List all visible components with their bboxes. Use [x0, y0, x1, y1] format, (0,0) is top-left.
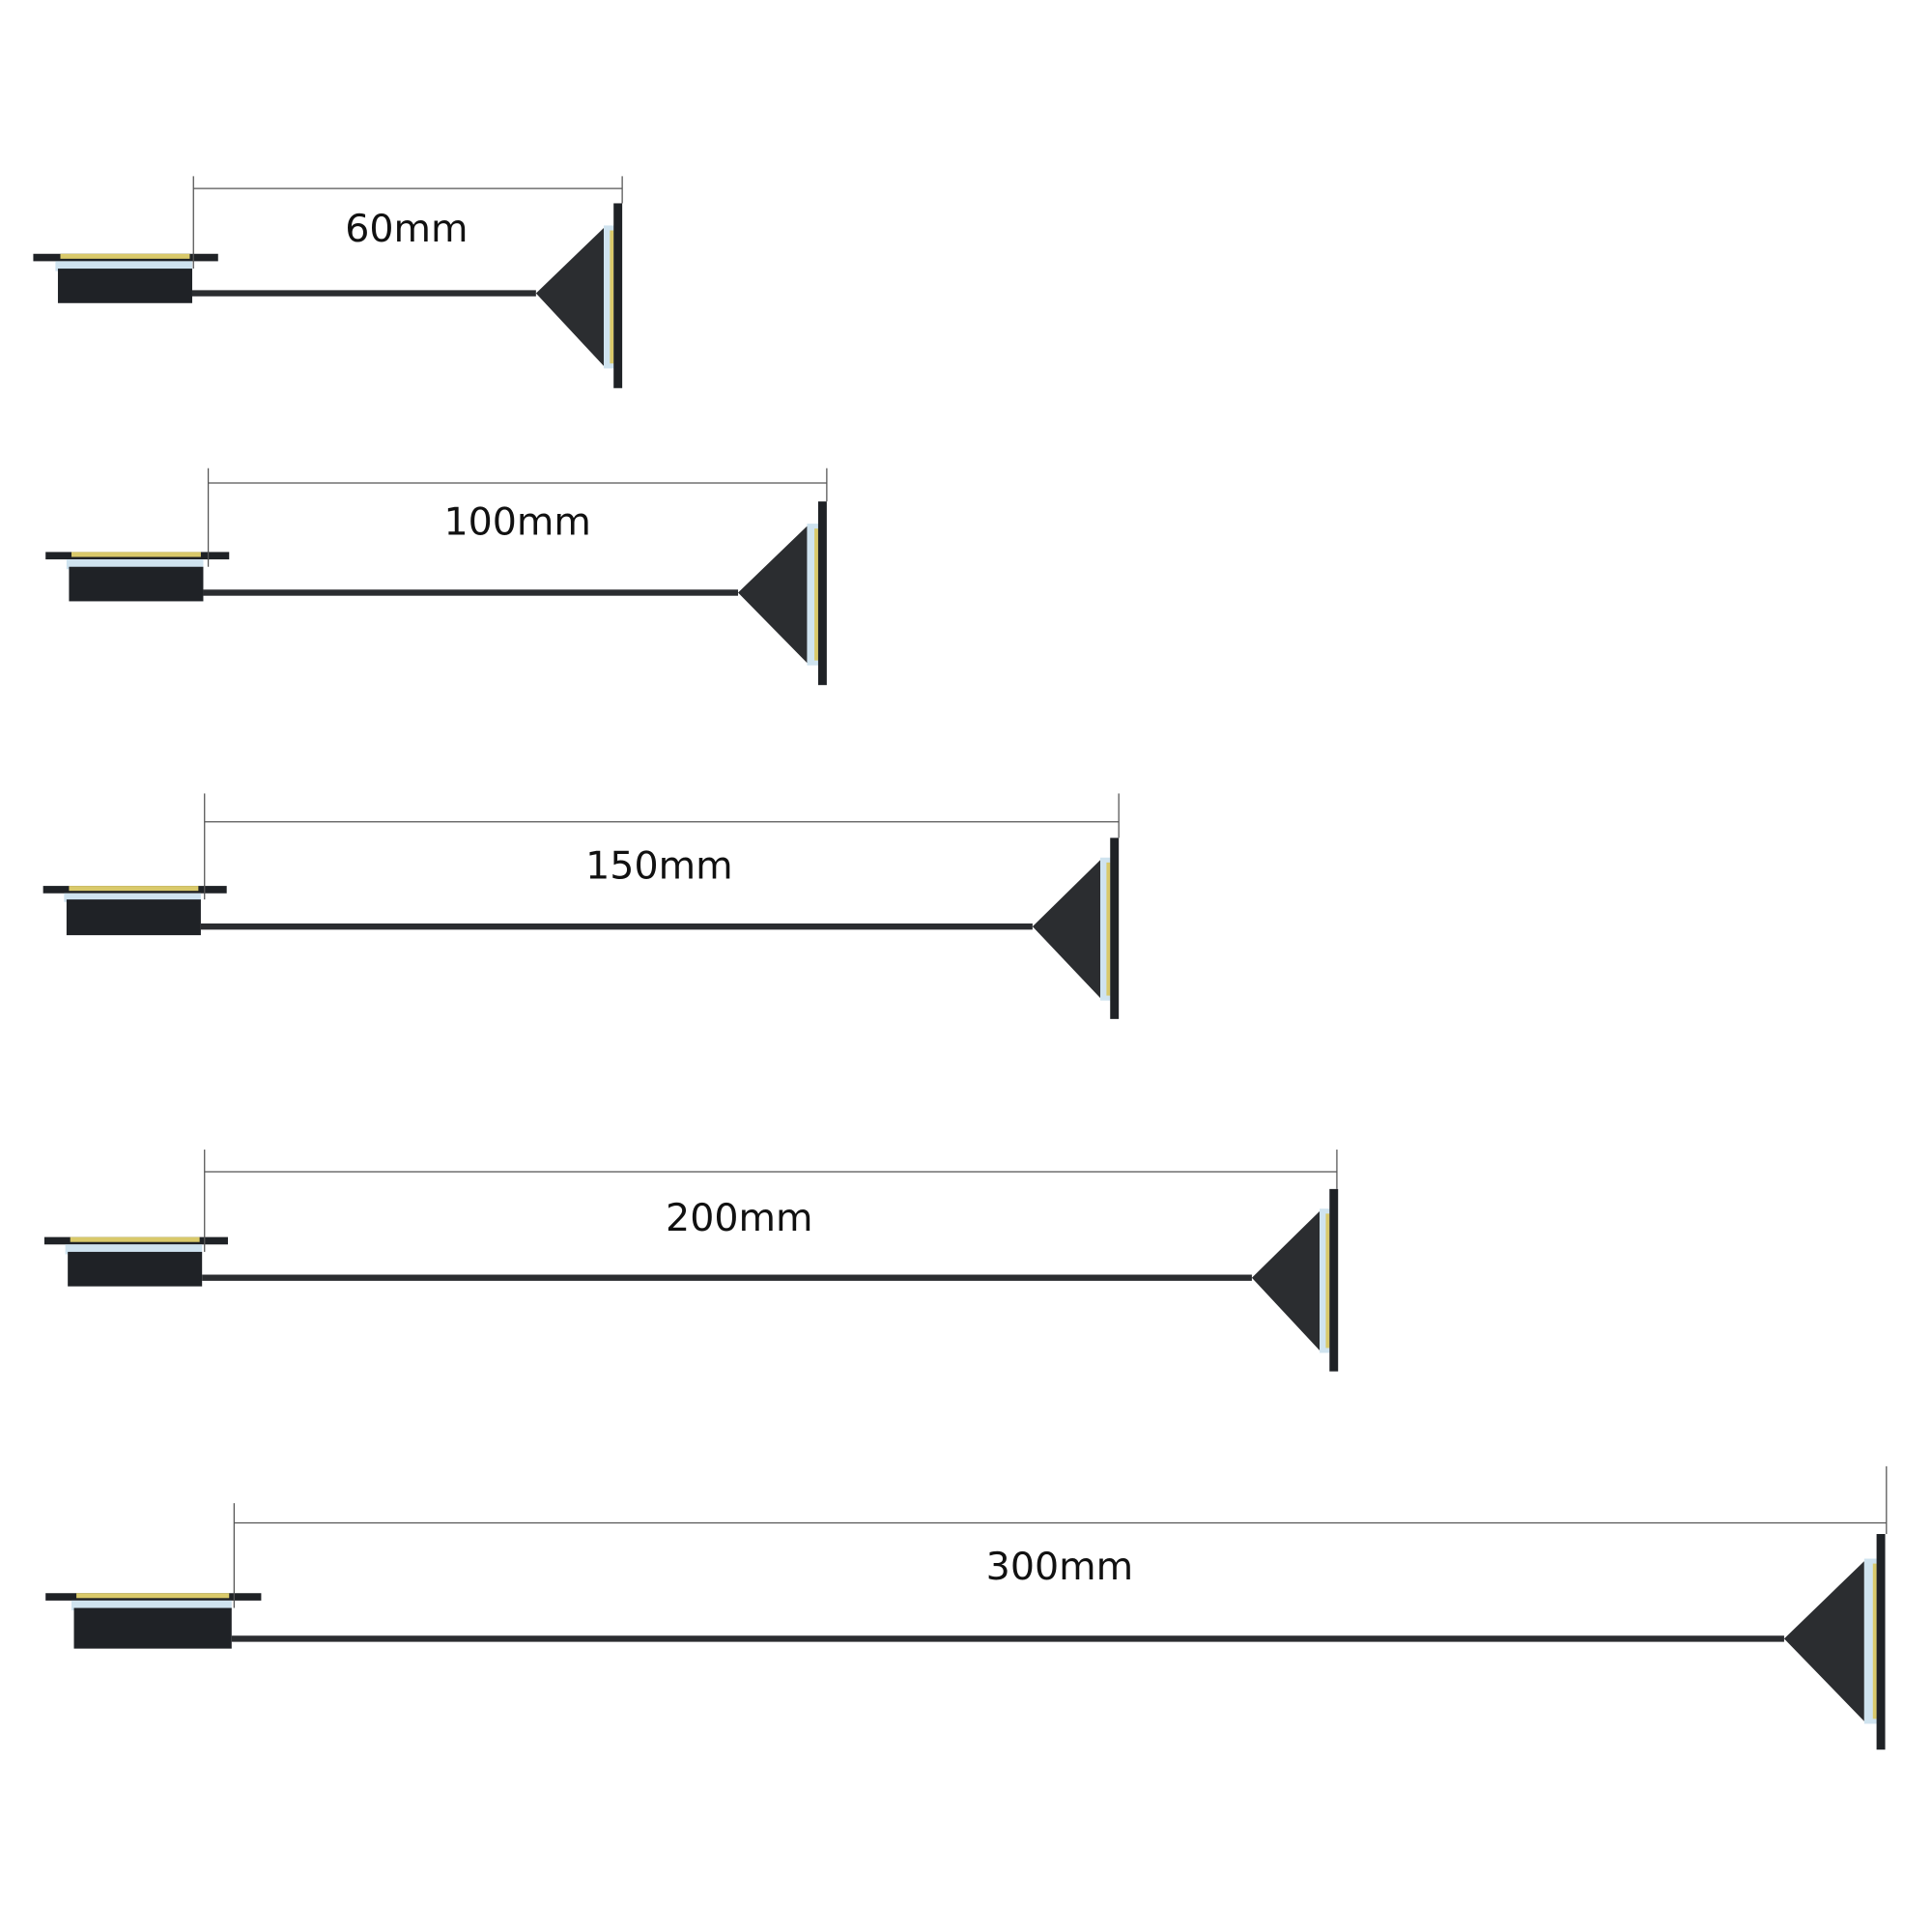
dimension-line: [207, 468, 828, 567]
connector-body: [69, 566, 204, 602]
dimension-line: [204, 793, 1120, 900]
connector-body: [68, 1251, 203, 1287]
dimension-line: [192, 176, 623, 270]
connector-insulator: [1100, 857, 1111, 1001]
connector-insulator: [66, 559, 204, 570]
left-connector: [33, 253, 218, 303]
connector-flange: [817, 501, 827, 686]
connector-pins: [71, 552, 201, 557]
cable-wire: [203, 589, 739, 596]
connector-body: [57, 269, 192, 303]
connector-pins: [814, 528, 818, 661]
length-label: 60mm: [345, 207, 468, 251]
connector-flange: [1329, 1188, 1339, 1372]
length-label: 200mm: [666, 1196, 812, 1240]
length-label: 150mm: [585, 843, 732, 888]
connector-insulator: [65, 1244, 203, 1255]
connector-pins: [60, 253, 190, 259]
connector-pins: [610, 230, 614, 364]
left-connector: [43, 1236, 228, 1287]
connector-flange: [1876, 1534, 1886, 1750]
right-connector: [1320, 1188, 1339, 1372]
connector-pins: [1325, 1213, 1330, 1349]
connector-flange: [1110, 838, 1120, 1019]
left-connector: [45, 1593, 262, 1649]
right-connector: [1863, 1534, 1886, 1750]
cable-fanout: [738, 526, 808, 664]
cable-assembly: 150mm: [43, 793, 1120, 1019]
cable-wire: [202, 1274, 1252, 1281]
connector-insulator: [604, 225, 614, 369]
right-connector: [1100, 838, 1120, 1019]
cable-fanout: [1783, 1561, 1864, 1721]
cable-assembly: 300mm: [45, 1465, 1888, 1750]
connector-insulator: [1320, 1208, 1330, 1353]
cable-wire: [200, 923, 1033, 930]
left-connector: [43, 886, 227, 936]
right-connector: [604, 203, 623, 388]
cable-wire: [191, 290, 536, 297]
connector-pins: [70, 1236, 200, 1242]
cable-fanout: [1032, 860, 1101, 999]
connector-pins: [76, 1593, 230, 1599]
connector-insulator: [807, 524, 818, 666]
cable-fanout: [535, 227, 604, 366]
connector-body: [66, 899, 201, 936]
connector-insulator: [55, 261, 192, 271]
length-label: 300mm: [986, 1545, 1133, 1589]
cable-wire: [231, 1635, 1784, 1642]
cable-assembly: 100mm: [45, 468, 828, 686]
right-connector: [807, 501, 827, 686]
left-connector: [45, 552, 230, 602]
connector-insulator: [71, 1600, 232, 1611]
connector-insulator: [64, 893, 201, 902]
connector-pins: [1872, 1563, 1877, 1719]
length-label: 100mm: [443, 500, 590, 545]
cable-fanout: [1251, 1210, 1321, 1350]
connector-body: [73, 1607, 232, 1649]
connector-pins: [1106, 862, 1111, 996]
dimension-line: [204, 1150, 1338, 1252]
connector-pins: [69, 886, 199, 892]
dimension-line: [233, 1465, 1888, 1608]
cable-assembly: 200mm: [43, 1150, 1339, 1372]
connector-flange: [613, 203, 623, 388]
cable-assembly: 60mm: [33, 176, 623, 388]
